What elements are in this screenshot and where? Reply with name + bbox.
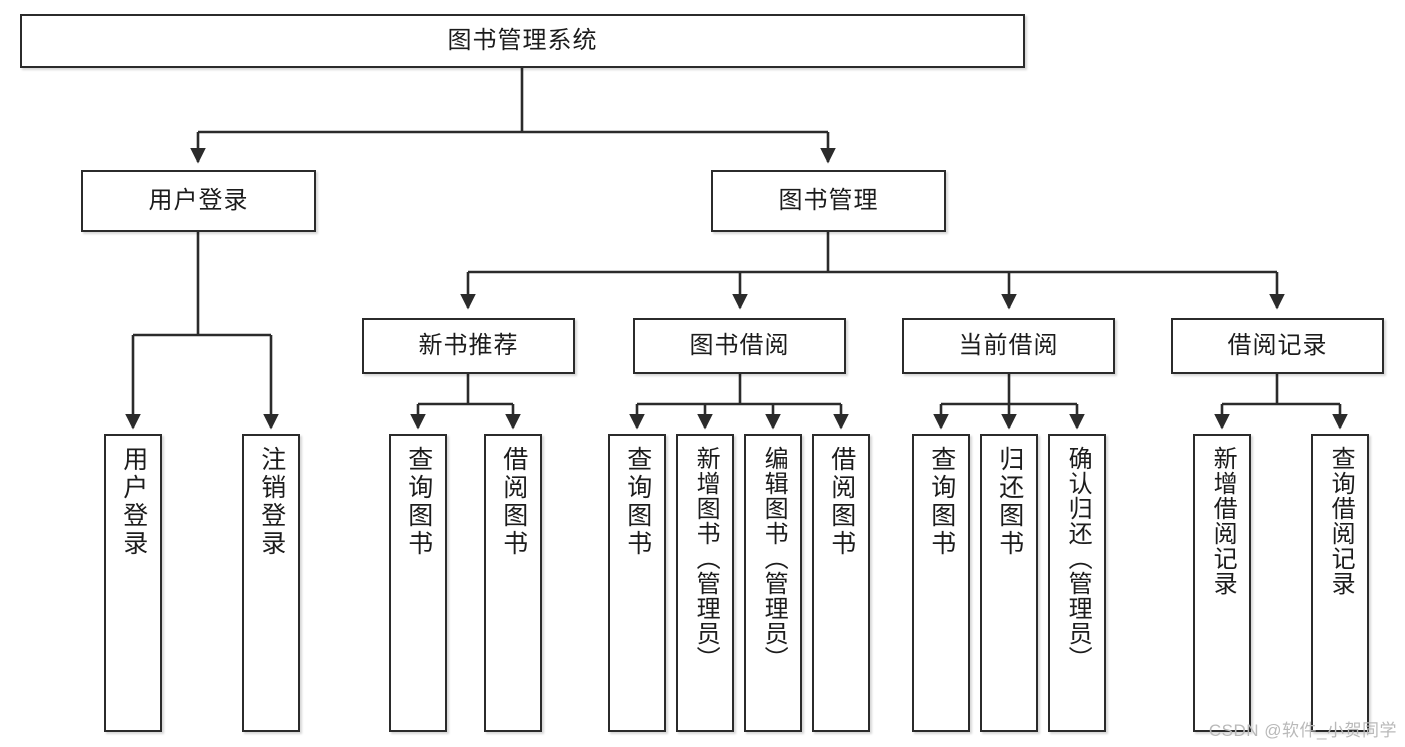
node-label: 新增图书（管理员）	[692, 446, 720, 671]
leaf-return-book[interactable]: 归还图书	[980, 434, 1038, 732]
node-label: 借阅图书	[827, 446, 856, 558]
leaf-add-borrow-record[interactable]: 新增借阅记录	[1193, 434, 1251, 732]
leaf-add-book-admin[interactable]: 新增图书（管理员）	[676, 434, 734, 732]
node-label: 编辑图书（管理员）	[760, 446, 788, 671]
node-label: 注销登录	[257, 446, 286, 558]
node-new-book-recommend[interactable]: 新书推荐	[362, 318, 575, 374]
node-label: 归还图书	[995, 446, 1024, 558]
node-label: 借阅图书	[499, 446, 528, 558]
node-label: 确认归还（管理员）	[1064, 446, 1092, 671]
leaf-logout[interactable]: 注销登录	[242, 434, 300, 732]
node-label: 图书借阅	[689, 332, 790, 359]
node-book-management[interactable]: 图书管理	[711, 170, 946, 232]
node-label: 图书管理系统	[447, 27, 598, 54]
node-book-borrow[interactable]: 图书借阅	[633, 318, 846, 374]
leaf-edit-book-admin[interactable]: 编辑图书（管理员）	[744, 434, 802, 732]
leaf-query-borrow-record[interactable]: 查询借阅记录	[1311, 434, 1369, 732]
leaf-confirm-return-admin[interactable]: 确认归还（管理员）	[1048, 434, 1106, 732]
node-label: 用户登录	[119, 446, 148, 558]
node-label: 新增借阅记录	[1209, 446, 1237, 596]
node-label: 查询图书	[623, 446, 652, 558]
node-label: 查询借阅记录	[1327, 446, 1355, 596]
node-label: 当前借阅	[958, 332, 1059, 359]
leaf-query-book-current[interactable]: 查询图书	[912, 434, 970, 732]
node-label: 用户登录	[148, 187, 249, 214]
node-label: 查询图书	[927, 446, 956, 558]
node-label: 查询图书	[404, 446, 433, 558]
leaf-borrow-book-recommend[interactable]: 借阅图书	[484, 434, 542, 732]
node-label: 图书管理	[778, 187, 879, 214]
node-borrow-record[interactable]: 借阅记录	[1171, 318, 1384, 374]
node-root-system[interactable]: 图书管理系统	[20, 14, 1025, 68]
leaf-query-book-recommend[interactable]: 查询图书	[389, 434, 447, 732]
leaf-query-book-borrow[interactable]: 查询图书	[608, 434, 666, 732]
csdn-watermark: CSDN @软件_小贺同学	[1208, 721, 1397, 740]
node-label: 借阅记录	[1227, 332, 1328, 359]
node-current-borrow[interactable]: 当前借阅	[902, 318, 1115, 374]
leaf-borrow-book[interactable]: 借阅图书	[812, 434, 870, 732]
leaf-user-login[interactable]: 用户登录	[104, 434, 162, 732]
node-label: 新书推荐	[418, 332, 519, 359]
node-user-login[interactable]: 用户登录	[81, 170, 316, 232]
